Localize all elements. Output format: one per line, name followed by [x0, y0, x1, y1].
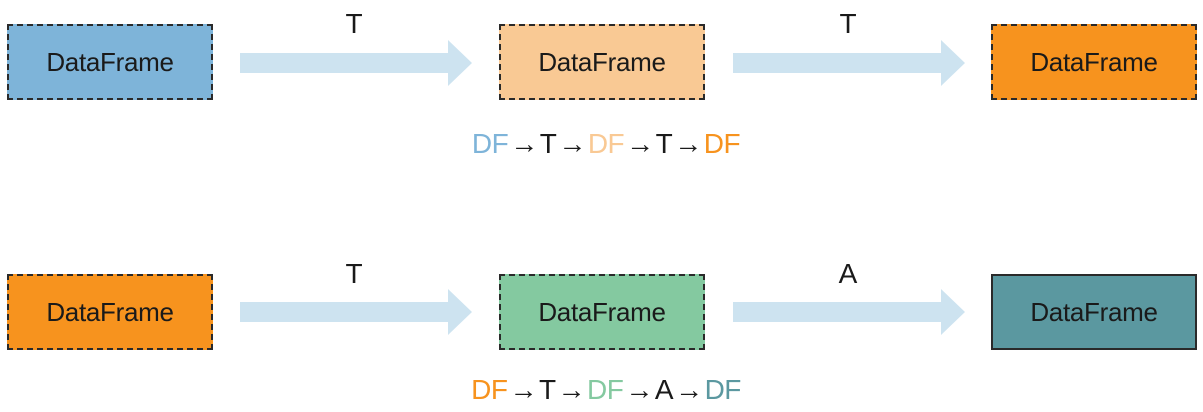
row1-arrow-1-label: T	[345, 8, 363, 39]
row1-arrow-1	[240, 40, 472, 86]
formula-token: →	[626, 128, 654, 159]
formula-token: →	[675, 374, 703, 405]
formula-token: →	[509, 374, 537, 405]
formula-token: →	[558, 128, 586, 159]
row2-arrow-1-label: T	[345, 258, 363, 289]
row1-dataframe-box-3: DataFrame	[991, 24, 1197, 100]
formula-token: T	[539, 128, 557, 159]
formula-token: DF	[471, 128, 509, 159]
row2-arrow-2-label: A	[838, 258, 858, 289]
row2-arrow-2	[733, 289, 965, 335]
dataframe-label: DataFrame	[1030, 46, 1158, 77]
row2-formula: DF→T→DF→A→DF	[456, 374, 756, 406]
row1-dataframe-box-1: DataFrame	[7, 24, 213, 100]
row2-arrow-1	[240, 289, 472, 335]
formula-token: DF	[703, 128, 741, 159]
formula-token: →	[557, 374, 586, 405]
dataframe-label: DataFrame	[1030, 296, 1158, 327]
dataframe-label: DataFrame	[46, 296, 174, 327]
formula-token: DF	[587, 374, 624, 405]
formula-token: T	[655, 128, 673, 159]
formula-token: DF	[471, 374, 508, 405]
formula-token: →	[625, 374, 653, 405]
row2-dataframe-box-2: DataFrame	[499, 274, 705, 350]
dataframe-label: DataFrame	[538, 296, 666, 327]
dataframe-label: DataFrame	[538, 46, 666, 77]
formula-token: →	[510, 128, 538, 159]
row1-formula: DF→T→DF→T→DF	[456, 128, 756, 160]
row1-dataframe-box-2: DataFrame	[499, 24, 705, 100]
row2-dataframe-box-3: DataFrame	[991, 274, 1197, 350]
formula-token: A	[654, 374, 674, 405]
formula-token: T	[538, 374, 556, 405]
formula-token: DF	[704, 374, 742, 405]
formula-token: DF	[587, 128, 625, 159]
row1-arrow-2-label: T	[839, 8, 857, 39]
row2-dataframe-box-1: DataFrame	[7, 274, 213, 350]
dataframe-label: DataFrame	[46, 46, 174, 77]
formula-token: →	[674, 128, 702, 159]
row1-arrow-2	[733, 40, 965, 86]
